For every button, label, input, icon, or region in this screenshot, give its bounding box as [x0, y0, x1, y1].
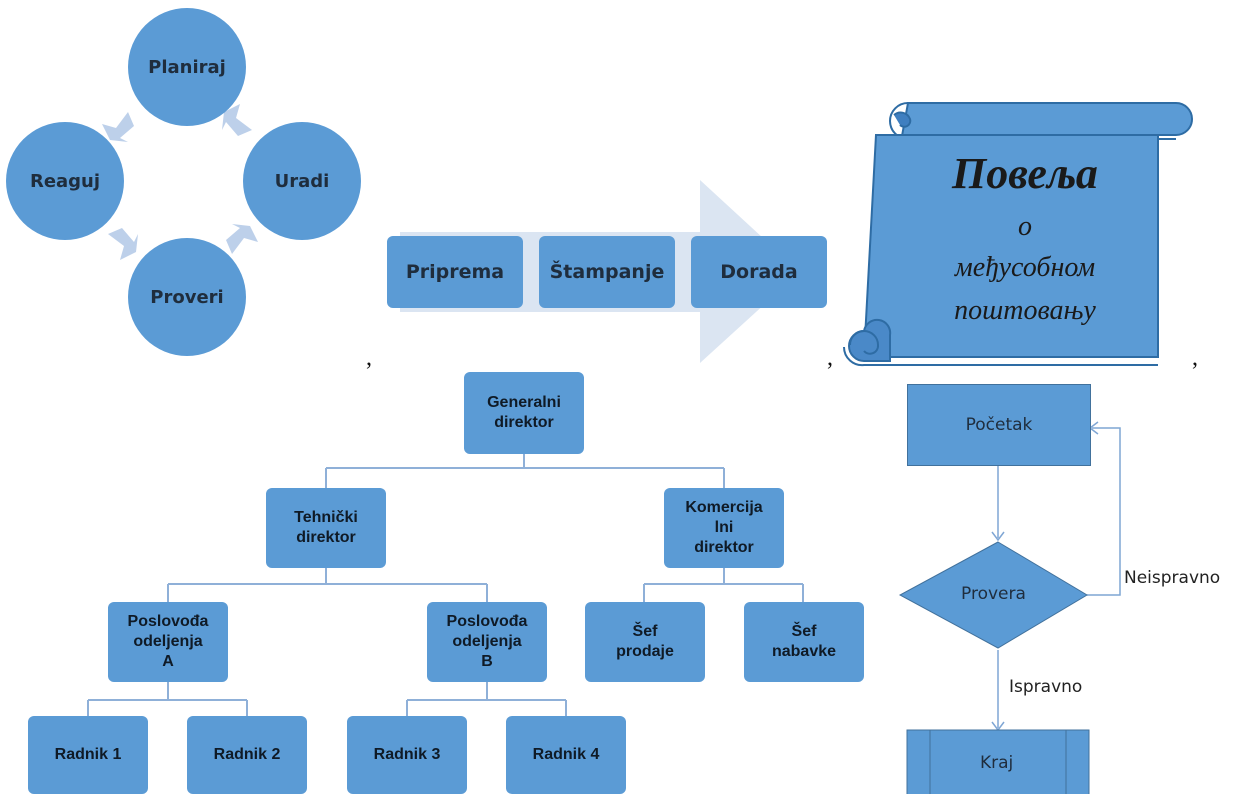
cycle-node-reaguj: Reaguj	[6, 122, 124, 240]
cycle-arrow-4	[102, 112, 134, 142]
scroll-line-2: о	[1018, 211, 1032, 242]
separator-comma-3: ,	[1192, 345, 1198, 371]
process-step-stampanje: Štampanje	[539, 236, 675, 308]
cycle-arrow-1	[222, 104, 252, 136]
process-step-priprema: Priprema	[387, 236, 523, 308]
flowchart-end: Kraj	[980, 753, 1014, 773]
org-node-komercijalni-direktor: Komercija lni direktor	[664, 488, 784, 568]
separator-comma-1: ,	[366, 345, 372, 371]
org-node-radnik-4: Radnik 4	[506, 716, 626, 794]
process-step-dorada: Dorada	[691, 236, 827, 308]
org-node-radnik-3: Radnik 3	[347, 716, 467, 794]
org-node-poslovodja-a: Poslovođa odeljenja A	[108, 602, 228, 682]
scroll-line-3: међусобном	[954, 252, 1096, 283]
flowchart-yes-label: Ispravno	[1009, 677, 1083, 697]
separator-comma-2: ,	[827, 345, 833, 371]
scroll-line-4: поштовању	[954, 295, 1096, 326]
flowchart-decision-label: Provera	[961, 584, 1026, 604]
org-connectors	[87, 454, 804, 716]
cycle-node-planiraj: Planiraj	[128, 8, 246, 126]
org-node-tehnicki-direktor: Tehnički direktor	[266, 488, 386, 568]
scroll-title: Повеља	[952, 149, 1098, 198]
org-node-poslovodja-b: Poslovođa odeljenja B	[427, 602, 547, 682]
org-node-radnik-2: Radnik 2	[187, 716, 307, 794]
org-node-sef-nabavke: Šef nabavke	[744, 602, 864, 682]
flowchart-shapes	[898, 421, 1121, 794]
flowchart-start: Početak	[907, 384, 1091, 466]
flowchart-no-label: Neispravno	[1124, 568, 1221, 588]
flowchart-decision-shape	[898, 541, 1088, 649]
cycle-arrows	[102, 104, 258, 260]
cycle-arrow-2	[226, 224, 258, 254]
cycle-node-proveri: Proveri	[128, 238, 246, 356]
cycle-arrow-3	[108, 228, 138, 260]
scroll-shape	[842, 102, 1193, 367]
org-node-generalni-direktor: Generalni direktor	[464, 372, 584, 454]
cycle-node-uradi: Uradi	[243, 122, 361, 240]
org-node-radnik-1: Radnik 1	[28, 716, 148, 794]
org-node-sef-prodaje: Šef prodaje	[585, 602, 705, 682]
